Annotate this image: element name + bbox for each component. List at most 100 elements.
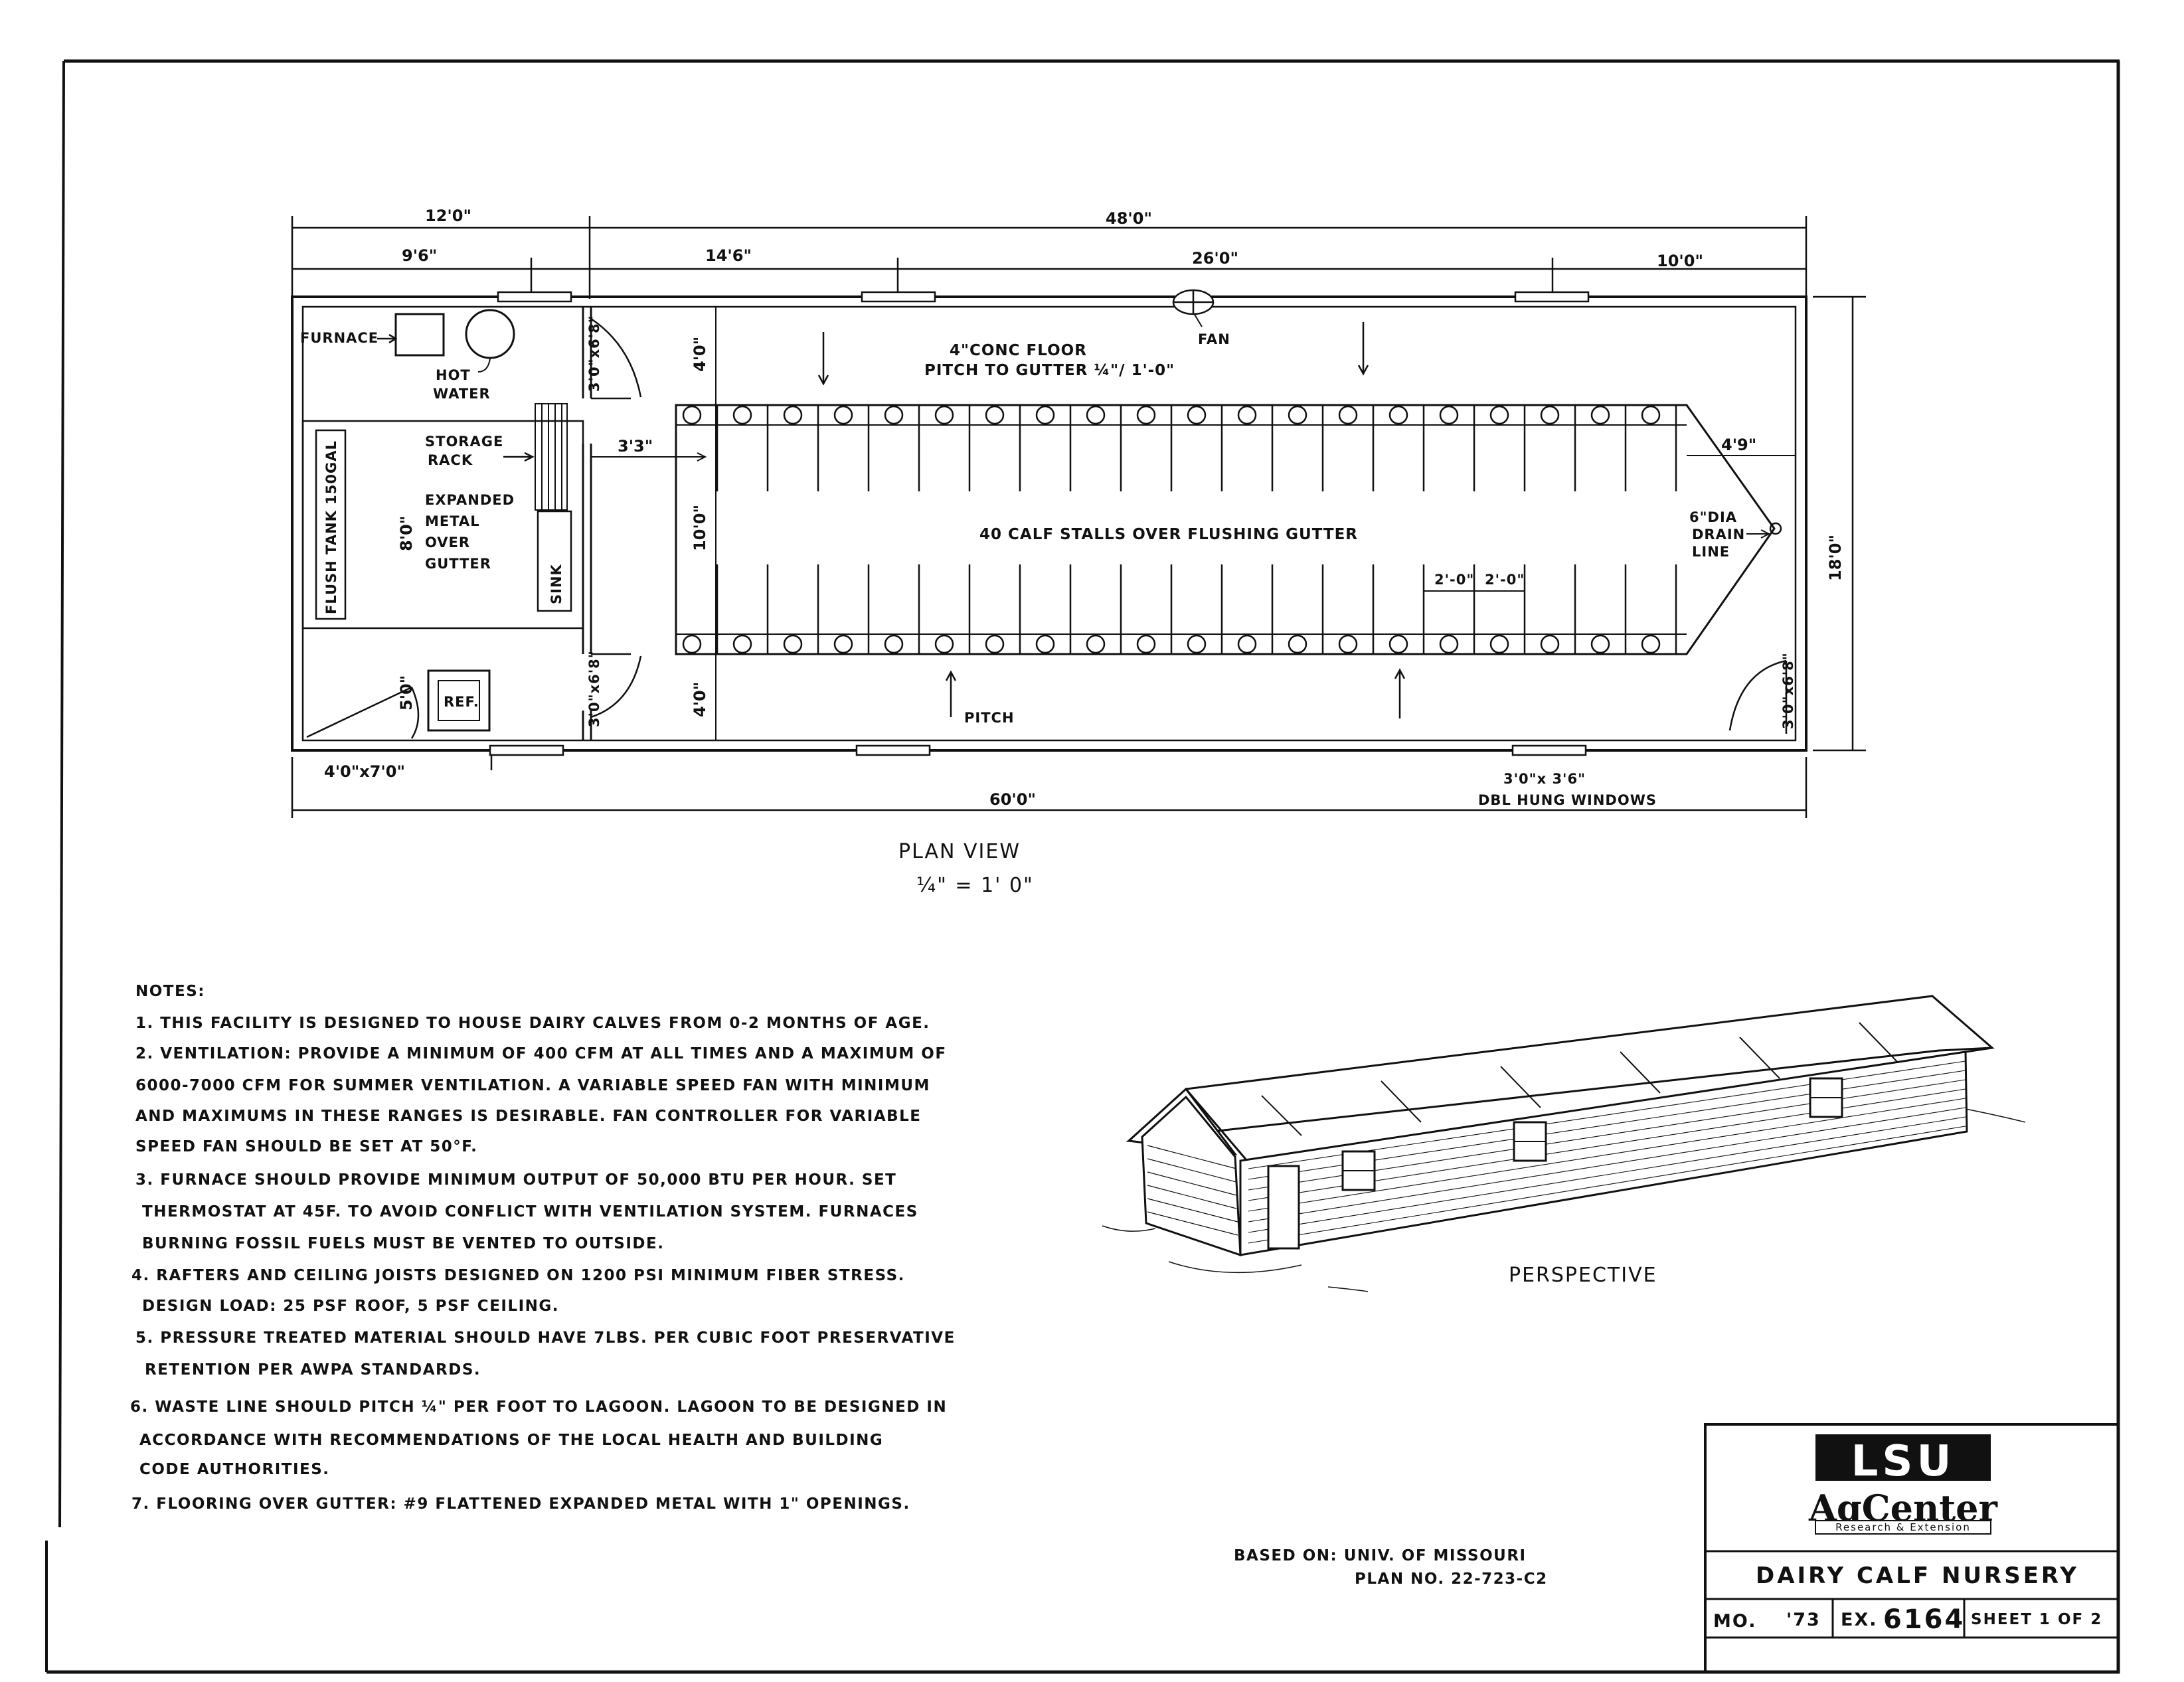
flush-tank-label: FLUSH TANK 150GAL	[323, 440, 339, 614]
expanded-label: EXPANDED	[425, 492, 515, 508]
door-upper-label: 3'0"x6'8"	[586, 315, 602, 392]
note-line: 3. FURNACE SHOULD PROVIDE MINIMUM OUTPUT…	[135, 1171, 896, 1189]
dim-18ft: 18'0"	[1826, 535, 1845, 581]
note-line: 2. VENTILATION: PROVIDE A MINIMUM OF 400…	[135, 1045, 947, 1062]
bottom-dimension-line	[291, 756, 1807, 818]
perspective-drawing	[1102, 995, 2026, 1292]
dim-26ft: 26'0"	[1192, 249, 1238, 268]
right-door	[1728, 659, 1788, 734]
pitch-arrows	[817, 322, 1406, 718]
stall-row-bottom	[682, 634, 1661, 654]
hot-label: HOT	[436, 367, 471, 383]
lower-partition-door	[590, 653, 642, 718]
dim-60ft: 60'0"	[989, 790, 1036, 809]
water-label: WATER	[433, 386, 491, 402]
metal-label: METAL	[425, 513, 480, 529]
dim-4ft9: 4'9"	[1721, 436, 1756, 454]
window-size-label: 3'0"x 3'6"	[1503, 771, 1586, 787]
refrigerator-box	[427, 669, 491, 732]
dim-4ft-top: 4'0"	[691, 337, 709, 372]
drain-label-2: DRAIN	[1692, 527, 1745, 543]
top-dimension-lines	[291, 216, 1807, 299]
note-line: BURNING FOSSIL FUELS MUST BE VENTED TO O…	[142, 1235, 664, 1252]
plan-scale: ¼" = 1' 0"	[916, 874, 1034, 897]
note-line: RETENTION PER AWPA STANDARDS.	[145, 1361, 481, 1379]
door-right-label: 3'0"x6'8"	[1780, 652, 1796, 729]
note-line: 7. FLOORING OVER GUTTER: #9 FLATTENED EX…	[131, 1495, 910, 1513]
dim-48ft: 48'0"	[1106, 209, 1152, 228]
plan-view-title: PLAN VIEW	[898, 840, 1021, 863]
upper-door	[590, 317, 642, 400]
rack-label: RACK	[428, 452, 473, 468]
sink-label: SINK	[548, 564, 564, 604]
storage-rack	[535, 403, 568, 511]
pitch-label: PITCH	[964, 710, 1015, 726]
title-block	[1704, 1423, 2120, 1673]
fan-label: FAN	[1198, 331, 1230, 347]
ex-label: EX.	[1841, 1610, 1878, 1630]
logo-tagline: Research & Extension	[1835, 1521, 1971, 1533]
window-type-label: DBL HUNG WINDOWS	[1478, 792, 1657, 808]
stall-dim-1: 2'-0"	[1434, 572, 1474, 588]
based-on-line1: BASED ON: UNIV. OF MISSOURI	[1234, 1547, 1527, 1564]
door-lower-label: 3'0"x6'8"	[586, 650, 602, 727]
drain-label-3: LINE	[1692, 544, 1730, 560]
dim-10ft-vertical: 10'0"	[691, 505, 709, 551]
plan-view: 12'0" 48'0" 9'6" 14'6" 26'0" 10'0"	[291, 207, 1866, 897]
stall-area-outline	[675, 404, 1776, 655]
perspective-label: PERSPECTIVE	[1509, 1264, 1657, 1287]
furnace-box	[394, 313, 445, 357]
stall-row-top	[682, 405, 1661, 425]
logo-main-text: LSU	[1851, 1437, 1956, 1486]
note-line: ACCORDANCE WITH RECOMMENDATIONS OF THE L…	[139, 1432, 883, 1449]
dim-14ft6: 14'6"	[705, 246, 752, 265]
drain-icon	[1769, 522, 1782, 535]
hot-water-tank	[465, 309, 515, 359]
storage-label: STORAGE	[425, 434, 503, 450]
over-label: OVER	[425, 535, 470, 550]
furnace-label: FURNACE	[300, 330, 378, 346]
dim-12ft: 12'0"	[425, 207, 471, 225]
sink-box	[537, 510, 572, 612]
stall-dim-2: 2'-0"	[1485, 572, 1525, 588]
ex-number: 6164	[1883, 1604, 1965, 1635]
notes-heading: NOTES:	[135, 983, 205, 1000]
note-line: 5. PRESSURE TREATED MATERIAL SHOULD HAVE…	[135, 1329, 956, 1347]
year-label: '73	[1786, 1610, 1821, 1630]
floor-note-line2: PITCH TO GUTTER ¼"/ 1'-0"	[924, 362, 1175, 379]
stall-dividers	[716, 405, 1677, 654]
dim-4ft-bottom: 4'0"	[691, 682, 709, 717]
note-line: 6000-7000 CFM FOR SUMMER VENTILATION. A …	[135, 1077, 930, 1094]
note-line: SPEED FAN SHOULD BE SET AT 50°F.	[135, 1138, 477, 1155]
note-line: 6. WASTE LINE SHOULD PITCH ¼" PER FOOT T…	[130, 1398, 947, 1416]
windows	[489, 291, 1590, 756]
note-line: THERMOSTAT AT 45F. TO AVOID CONFLICT WIT…	[142, 1203, 918, 1220]
notes-section: NOTES: 1. THIS FACILITY IS DESIGNED TO H…	[130, 983, 956, 1513]
dim-9ft6: 9'6"	[402, 246, 437, 265]
mo-label: MO.	[1713, 1611, 1756, 1632]
right-dimension-line	[1813, 295, 1866, 752]
note-line: AND MAXIMUMS IN THESE RANGES IS DESIRABL…	[135, 1108, 922, 1125]
ref-label: REF.	[444, 694, 479, 710]
dim-5ft: 5'0"	[397, 675, 416, 711]
stall-width-dims	[1423, 571, 1525, 598]
dim-3ft3: 3'3"	[618, 437, 653, 456]
drain-label-1: 6"DIA	[1689, 509, 1737, 525]
fan-icon	[1172, 289, 1215, 315]
based-on-line2: PLAN NO. 22-723-C2	[1355, 1570, 1548, 1588]
gutter-label: GUTTER	[425, 556, 491, 572]
note-line: DESIGN LOAD: 25 PSF ROOF, 5 PSF CEILING.	[142, 1298, 559, 1315]
note-line: CODE AUTHORITIES.	[139, 1461, 330, 1478]
note-line: 4. RAFTERS AND CEILING JOISTS DESIGNED O…	[131, 1267, 905, 1284]
sheet-number: SHEET 1 OF 2	[1971, 1611, 2102, 1628]
dim-8ft: 8'0"	[397, 516, 416, 551]
floor-note-line1: 4"CONC FLOOR	[950, 342, 1087, 359]
entry-door	[306, 686, 420, 739]
sheet-border	[45, 59, 2120, 1674]
drawing-title: DAIRY CALF NURSERY	[1756, 1562, 2079, 1589]
lsu-agcenter-logo: LSU AgCenter Research & Extension	[1808, 1434, 1998, 1535]
stalls-label: 40 CALF STALLS OVER FLUSHING GUTTER	[979, 526, 1358, 543]
building-walls	[291, 295, 1807, 752]
note-line: 1. THIS FACILITY IS DESIGNED TO HOUSE DA…	[135, 1015, 930, 1032]
door-4x7-label: 4'0"x7'0"	[324, 762, 405, 781]
